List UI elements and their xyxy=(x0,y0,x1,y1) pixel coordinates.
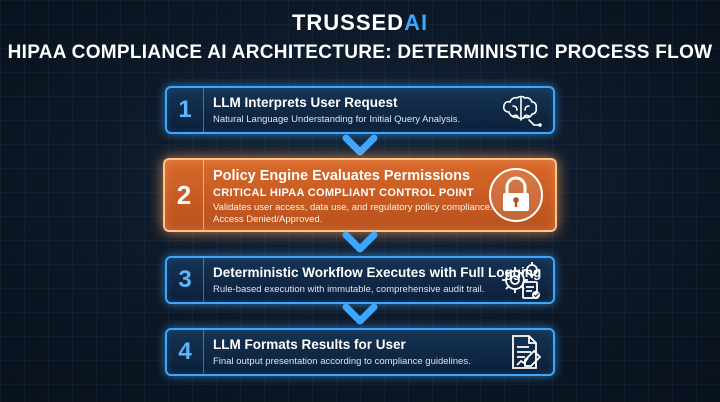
gear-document-icon xyxy=(502,262,540,299)
brain-icon xyxy=(502,95,542,127)
chevron-down-icon xyxy=(342,134,378,156)
report-document-icon xyxy=(512,335,542,369)
step-heading: Policy Engine Evaluates Permissions xyxy=(213,168,471,184)
step-description: Validates user access, data use, and reg… xyxy=(213,202,493,213)
step-number: 3 xyxy=(167,258,204,302)
step-heading: LLM Interprets User Request xyxy=(213,95,398,110)
critical-control-label: CRITICAL HIPAA COMPLIANT CONTROL POINT xyxy=(213,187,474,199)
step-description: Final output presentation according to c… xyxy=(213,356,471,367)
brand-name: TRUSSED xyxy=(291,10,405,35)
step-number: 4 xyxy=(167,330,204,374)
chevron-down-icon xyxy=(342,303,378,325)
lock-icon xyxy=(489,168,543,222)
step-description: Rule-based execution with immutable, com… xyxy=(213,284,485,295)
brand-logo: TRUSSEDAI xyxy=(0,10,720,36)
step-card-4: 4 LLM Formats Results for User Final out… xyxy=(165,328,555,376)
chevron-down-icon xyxy=(342,231,378,253)
step-card-3: 3 Deterministic Workflow Executes with F… xyxy=(165,256,555,304)
step-card-2: 2 Policy Engine Evaluates Permissions CR… xyxy=(163,158,557,232)
page-title: HIPAA COMPLIANCE AI ARCHITECTURE: DETERM… xyxy=(7,42,713,63)
step-description: Natural Language Understanding for Initi… xyxy=(213,114,461,125)
step-heading: LLM Formats Results for User xyxy=(213,337,406,352)
step-number: 2 xyxy=(165,160,204,230)
step-heading: Deterministic Workflow Executes with Ful… xyxy=(213,265,542,280)
step-number: 1 xyxy=(167,88,204,132)
brand-mark: AI xyxy=(404,10,429,35)
step-description-line-2: Access Denied/Approved. xyxy=(213,214,323,225)
step-card-1: 1 LLM Interprets User Request Natural La… xyxy=(165,86,555,134)
